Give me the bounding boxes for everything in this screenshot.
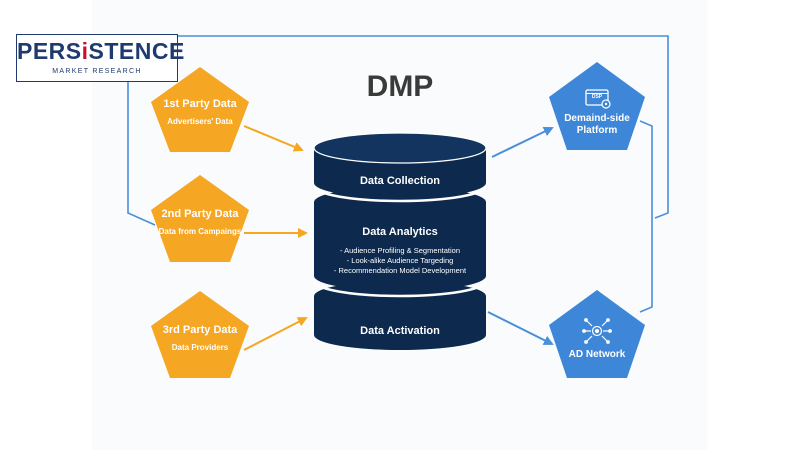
arrow-to-ad-network <box>487 311 554 345</box>
layer-analytics <box>314 187 486 291</box>
source-title: 2nd Party Data <box>161 208 239 220</box>
layer-analytics-label: Data Analytics - Audience Profiling & Se… <box>312 226 488 275</box>
source-2nd-party: 2nd Party Data Data from Campaings <box>145 208 255 236</box>
source-subtitle: Data from Campaings <box>158 226 242 236</box>
analytics-item: - Audience Profiling & Segmentation <box>339 246 461 255</box>
network-hub-icon <box>582 318 612 344</box>
source-subtitle: Data Providers <box>171 342 229 352</box>
output-dsp-label: Demaind-side Platform <box>564 113 630 136</box>
analytics-item: - Look-alike Audience Targeding <box>346 255 454 265</box>
source-3rd-party: 3rd Party Data Data Providers <box>145 324 255 352</box>
cylinder-top-cap <box>313 132 487 164</box>
pentagon-dsp <box>549 62 645 150</box>
separator-2 <box>312 280 488 298</box>
brand-logo[interactable]: PERSiSTENCE MARKET RESEARCH <box>16 34 185 82</box>
source-title: 3rd Party Data <box>162 324 238 336</box>
arrow-1st-party <box>243 125 304 152</box>
source-1st-party: 1st Party Data Advertisers' Data <box>145 98 255 126</box>
output-ad-network-label: AD Network <box>568 349 626 360</box>
layer-activation <box>314 281 486 350</box>
pentagon-3rd-party <box>151 291 249 378</box>
ad-network-return-line <box>639 120 653 313</box>
source-title: 1st Party Data <box>163 98 237 110</box>
layer-activation-label: Data Activation <box>360 325 440 337</box>
source-subtitle: Advertisers' Data <box>167 116 233 126</box>
separator-1 <box>312 185 488 203</box>
logo-wordmark: PERSiSTENCE <box>17 38 185 64</box>
dsp-icon <box>585 89 611 109</box>
logo-tagline: MARKET RESEARCH <box>52 68 142 75</box>
feedback-loop-line <box>127 35 669 226</box>
cylinder-stack <box>314 135 486 350</box>
pentagon-ad-network <box>549 290 645 378</box>
arrow-3rd-party <box>243 317 308 351</box>
arrow-to-dsp <box>491 126 554 158</box>
diagram-title: DMP <box>366 70 434 103</box>
layer-collection-label: Data Collection <box>359 175 441 187</box>
dsp-badge: DSP <box>591 94 603 100</box>
pentagon-1st-party <box>151 67 249 152</box>
analytics-item: - Recommendation Model Development <box>333 265 467 275</box>
pentagon-2nd-party <box>151 175 249 262</box>
analytics-items: - Audience Profiling & Segmentation - Lo… <box>312 246 488 275</box>
